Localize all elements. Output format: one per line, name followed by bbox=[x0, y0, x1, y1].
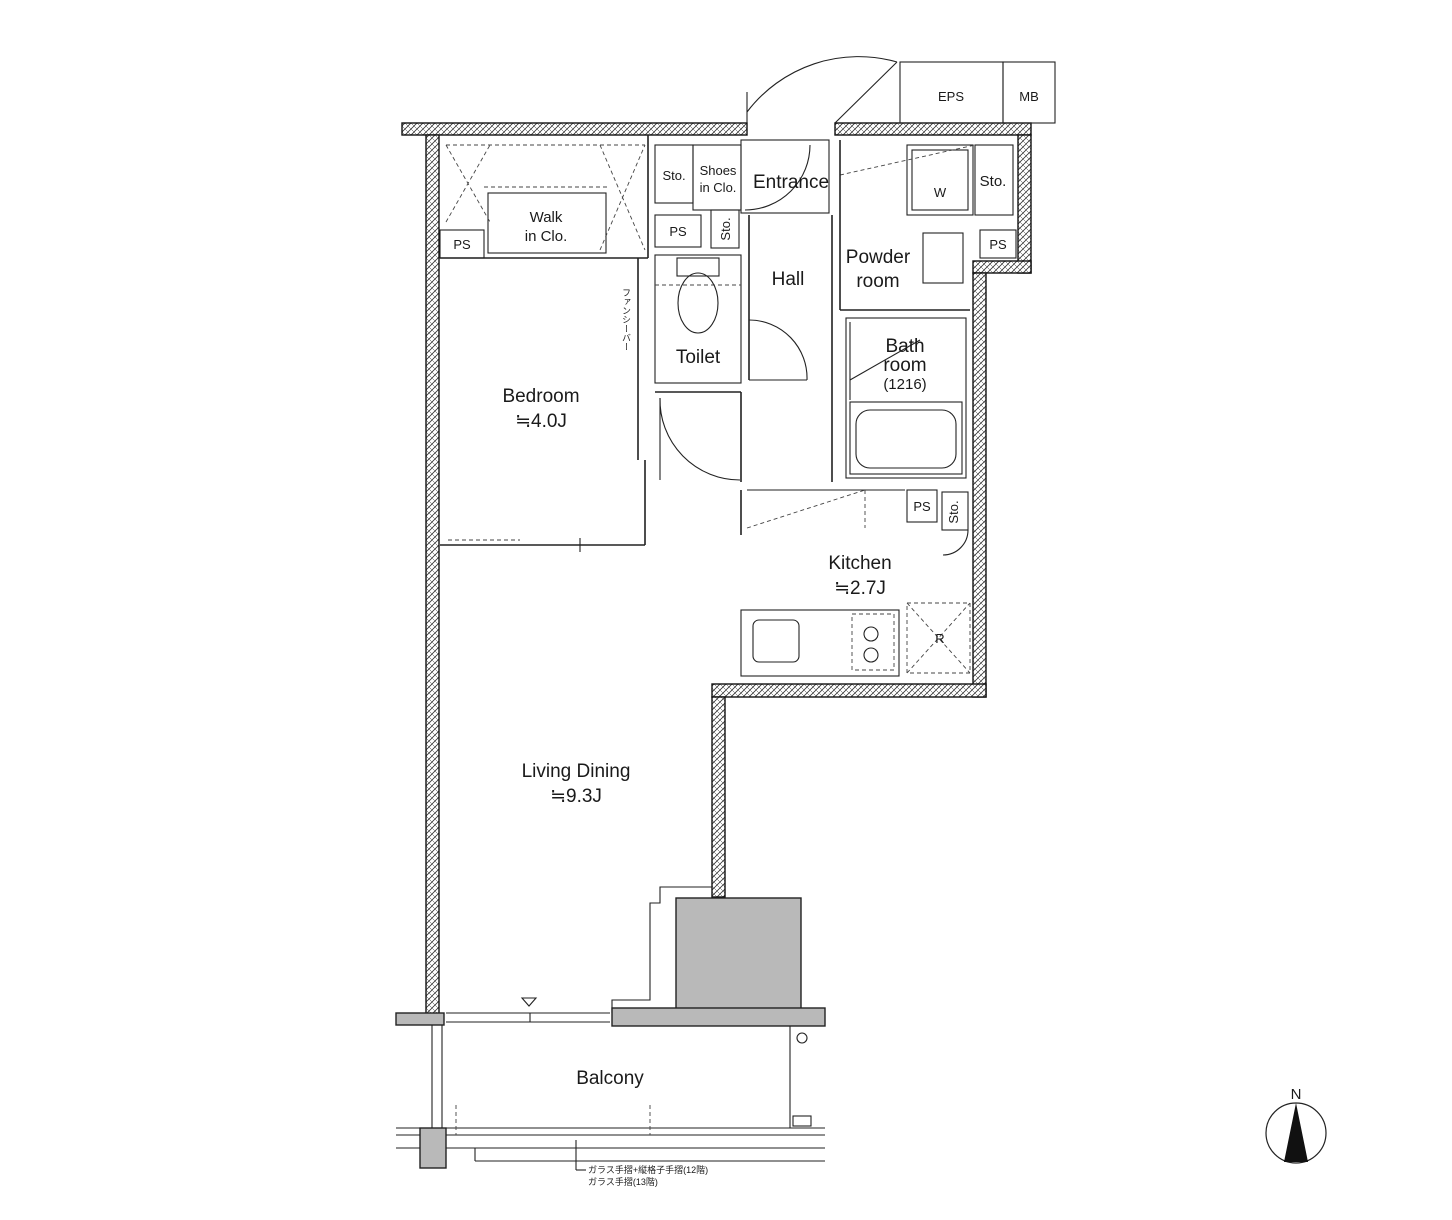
fridge-label: R bbox=[935, 631, 944, 646]
washer-label: W bbox=[934, 185, 947, 200]
ps-walkin-label: PS bbox=[453, 237, 471, 252]
walkin-label-2: in Clo. bbox=[525, 228, 568, 245]
entrance-storage: Sto. Shoes in Clo. PS Sto. bbox=[654, 144, 742, 249]
powder-room-label-2: room bbox=[856, 271, 899, 292]
bathroom-label-1: Bath bbox=[885, 336, 924, 357]
kitchen: PS Sto. Kitchen ≒2.7J R bbox=[740, 489, 971, 677]
balcony-window bbox=[446, 997, 610, 1023]
walk-in-closet-area: PS Walk in Clo. bbox=[439, 135, 649, 259]
burner-icon bbox=[863, 647, 879, 663]
entrance: Entrance bbox=[740, 139, 830, 214]
ps-powder-label: PS bbox=[989, 237, 1007, 252]
bathroom-label-2: room bbox=[883, 355, 926, 376]
balcony: Balcony ガラス手摺+縦格子手摺(12階) ガラス手摺(13階) bbox=[396, 1025, 825, 1187]
toilet-room: Toilet bbox=[654, 254, 742, 384]
sto-entrance-label: Sto. bbox=[662, 168, 685, 183]
ps-kitchen-label: PS bbox=[913, 499, 931, 514]
utility-shafts: EPS MB bbox=[899, 61, 1056, 124]
balcony-label: Balcony bbox=[576, 1068, 644, 1089]
ps-toilet-label: PS bbox=[669, 224, 687, 239]
living-dining: Living Dining ≒9.3J bbox=[522, 761, 631, 807]
shoes-label-1: Shoes bbox=[700, 163, 737, 178]
shoes-label-2: in Clo. bbox=[700, 180, 737, 195]
bedroom-label: Bedroom bbox=[502, 386, 579, 407]
bathroom-size-label: (1216) bbox=[883, 376, 926, 393]
mb-label: MB bbox=[1019, 89, 1039, 104]
kitchen-size: ≒2.7J bbox=[834, 578, 886, 599]
walkin-label-1: Walk bbox=[530, 209, 563, 226]
toilet-label: Toilet bbox=[676, 347, 721, 368]
column bbox=[395, 886, 826, 1027]
living-dining-label: Living Dining bbox=[522, 761, 631, 782]
north-arrow-icon bbox=[1284, 1103, 1308, 1162]
hall-label: Hall bbox=[772, 269, 805, 290]
eps-label: EPS bbox=[938, 89, 964, 104]
railing-note-2: ガラス手摺(13階) bbox=[588, 1176, 658, 1187]
sto-powder-label: Sto. bbox=[980, 173, 1007, 190]
sto-kitchen-label: Sto. bbox=[946, 500, 961, 523]
powder-room-area: W Sto. PS Powder room bbox=[839, 140, 1017, 311]
bedroom-door bbox=[655, 391, 742, 482]
living-dining-size: ≒9.3J bbox=[550, 786, 602, 807]
sto-toilet-label: Sto. bbox=[718, 217, 733, 240]
kitchen-label: Kitchen bbox=[828, 553, 891, 574]
exterior-walls bbox=[401, 122, 1032, 1016]
burner-icon bbox=[863, 626, 879, 642]
entrance-door bbox=[746, 56, 898, 124]
fancy-louver-note: ファンシーバー bbox=[621, 288, 631, 351]
north-compass: N bbox=[1265, 1086, 1327, 1164]
entrance-label: Entrance bbox=[753, 172, 829, 193]
bathroom: Bath room (1216) bbox=[845, 317, 967, 479]
railing-note-1: ガラス手摺+縦格子手摺(12階) bbox=[588, 1164, 708, 1175]
hall: Hall bbox=[748, 215, 833, 482]
powder-room-label-1: Powder bbox=[846, 247, 911, 268]
bedroom: ファンシーバー Bedroom ≒4.0J bbox=[440, 258, 646, 552]
bedroom-size: ≒4.0J bbox=[515, 411, 567, 432]
north-label: N bbox=[1291, 1086, 1302, 1103]
